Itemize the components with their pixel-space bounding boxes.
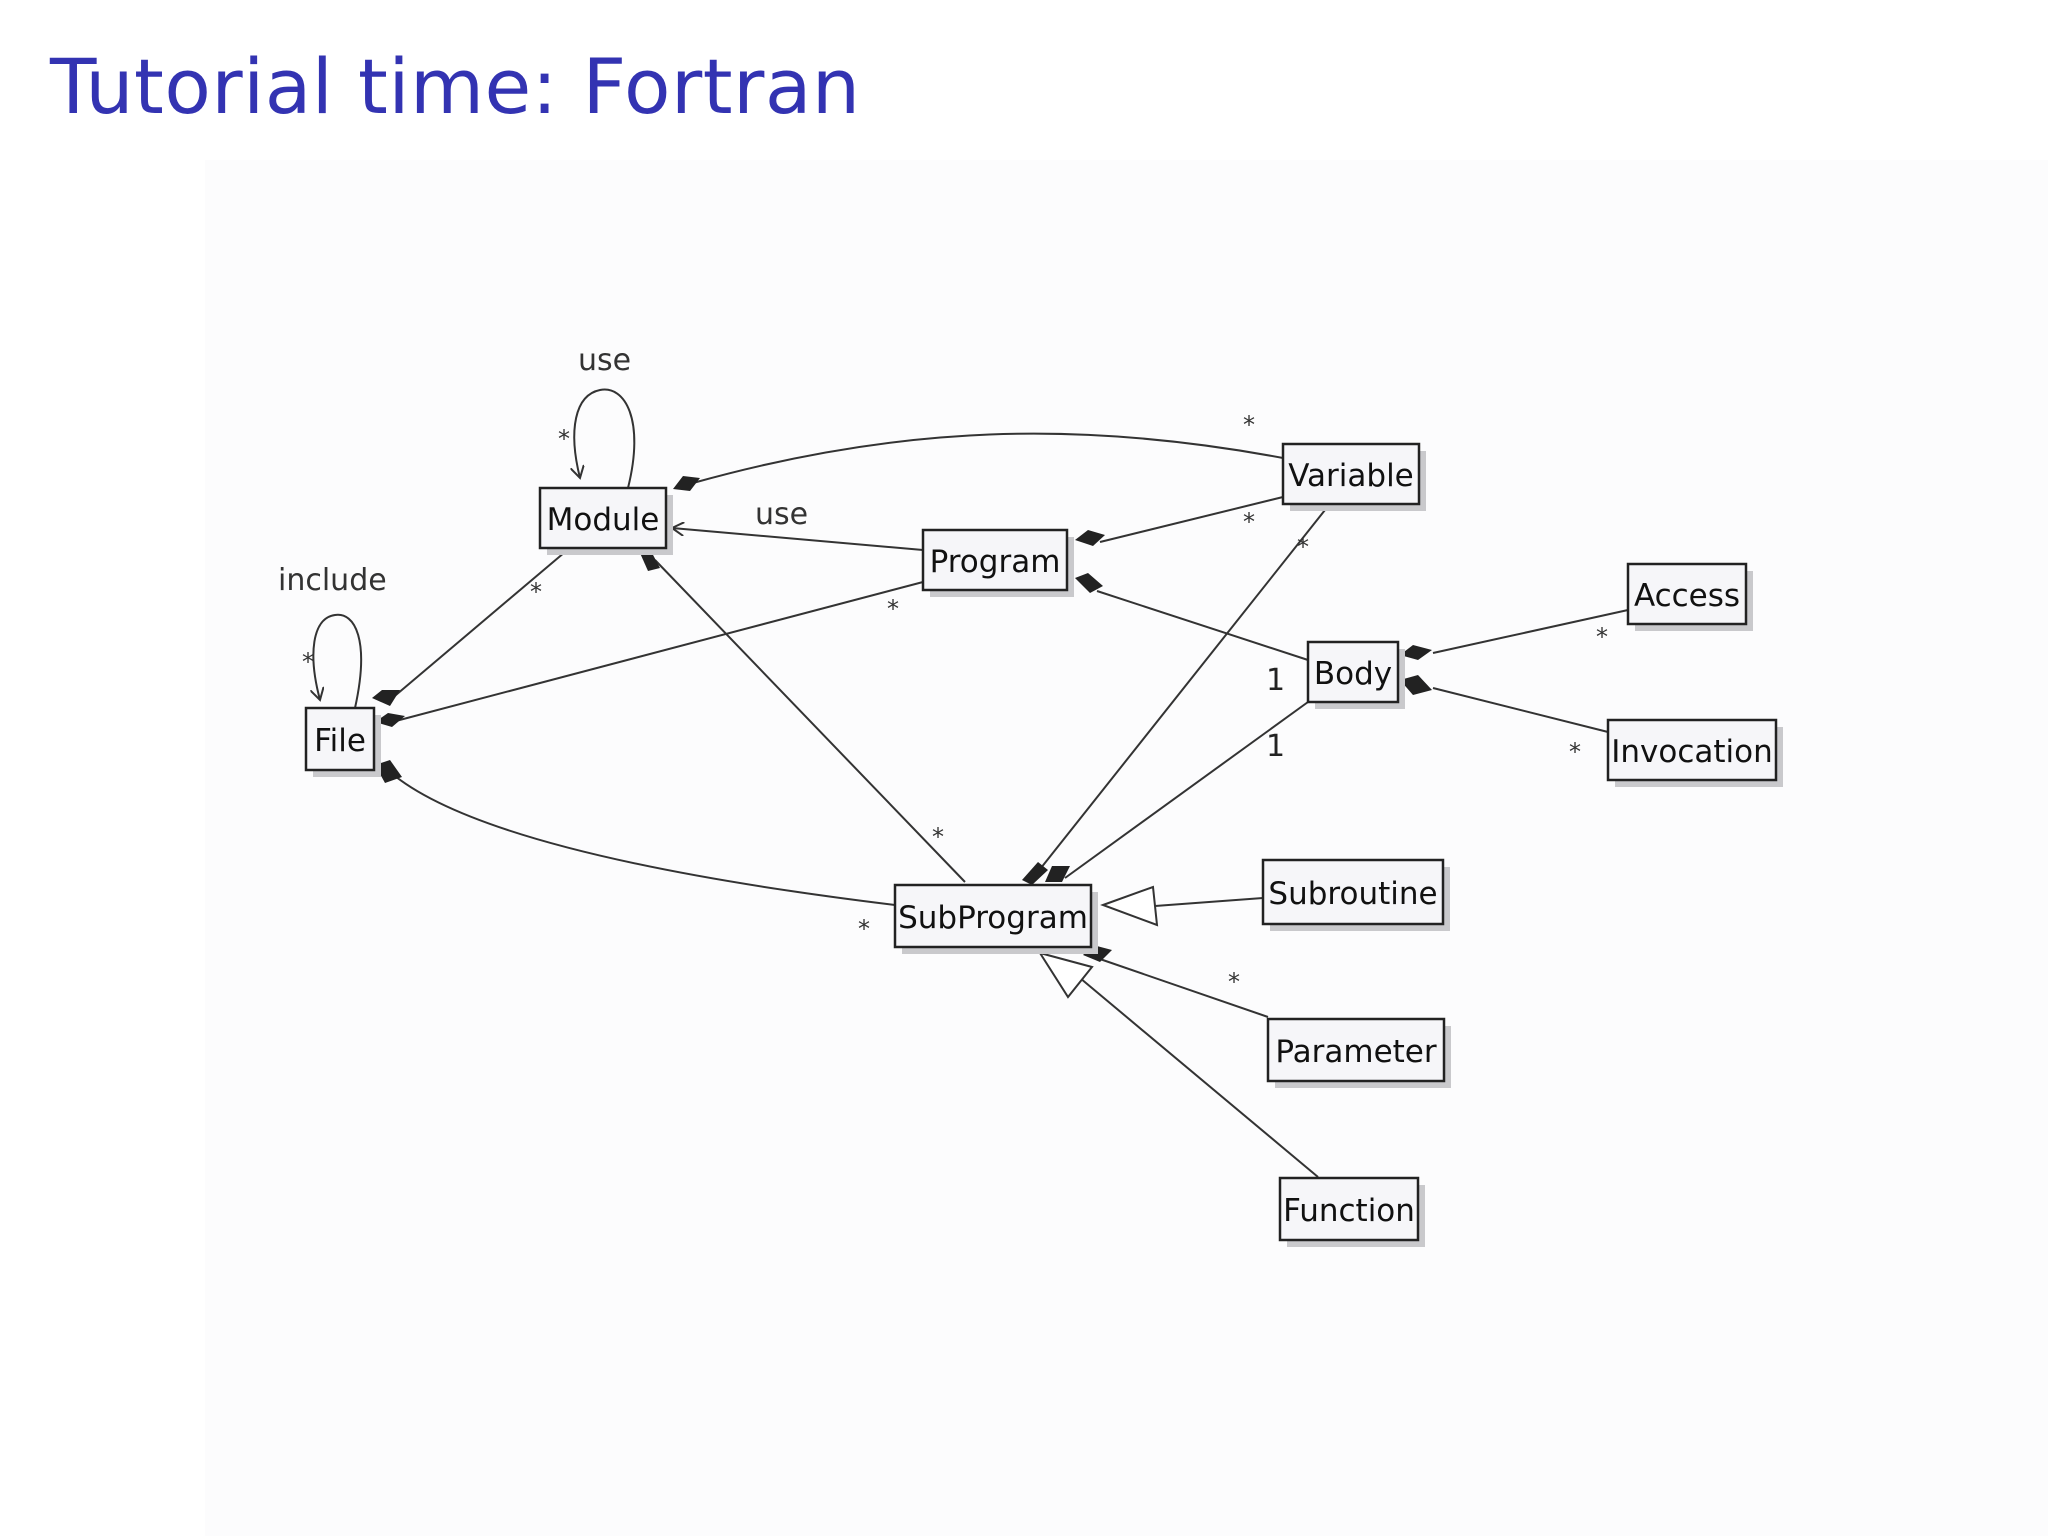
edge-body-access xyxy=(1432,609,1629,654)
diamond-body-invocation xyxy=(1400,675,1432,695)
edge-variable-subprogram xyxy=(1032,509,1326,879)
edge-module-self-use xyxy=(574,388,636,489)
edge-parameter-subprogram xyxy=(1096,957,1269,1018)
edge-body-invocation xyxy=(1432,687,1609,733)
mult-module-subprogram: * xyxy=(932,823,944,851)
class-file: File xyxy=(304,706,381,777)
class-function: Function xyxy=(1278,1176,1425,1247)
class-module: Module xyxy=(538,486,673,555)
class-parameter-label: Parameter xyxy=(1275,1034,1437,1070)
mult-file-self: * xyxy=(302,648,314,676)
diamond-body-access xyxy=(1400,645,1432,660)
multiplicities: * * * * * * * * * * * * 1 1 xyxy=(302,411,1608,996)
class-subprogram: SubProgram xyxy=(893,883,1098,954)
class-function-label: Function xyxy=(1283,1193,1415,1229)
class-access-label: Access xyxy=(1634,578,1740,614)
mult-body-subprogram-one: 1 xyxy=(1266,729,1285,764)
composition-diamonds xyxy=(372,476,1432,962)
edge-function-subprogram xyxy=(1079,977,1319,1178)
edge-file-subprogram xyxy=(389,771,896,906)
class-parameter: Parameter xyxy=(1266,1017,1451,1088)
mult-invocation: * xyxy=(1569,738,1581,766)
mult-variable-subprogram: * xyxy=(1297,533,1309,561)
class-file-label: File xyxy=(314,723,366,759)
class-subroutine: Subroutine xyxy=(1261,858,1450,931)
class-body-label: Body xyxy=(1314,656,1392,692)
mult-file-subprogram: * xyxy=(858,915,870,943)
mult-variable-module: * xyxy=(1243,411,1255,439)
edge-subroutine-subprogram xyxy=(1154,897,1264,907)
diamond-subprogram-variable xyxy=(1022,862,1048,885)
diamond-module-variable xyxy=(673,476,700,491)
edge-variable-program xyxy=(1099,496,1284,543)
class-invocation: Invocation xyxy=(1606,718,1783,787)
edges xyxy=(313,388,1629,1178)
edge-body-subprogram xyxy=(1064,701,1309,879)
edge-program-file xyxy=(391,581,924,723)
class-module-label: Module xyxy=(547,502,660,538)
mult-parameter: * xyxy=(1228,968,1240,996)
diamond-file-module xyxy=(372,690,400,706)
triangle-function xyxy=(1037,951,1094,999)
diagram-panel xyxy=(205,160,2048,1536)
class-body: Body xyxy=(1306,640,1405,709)
diamond-subprogram-body xyxy=(1045,866,1070,882)
diamond-program-variable xyxy=(1075,530,1105,546)
edge-program-body xyxy=(1096,590,1309,661)
class-subprogram-label: SubProgram xyxy=(898,900,1088,936)
edge-file-self-include xyxy=(313,613,363,709)
class-access: Access xyxy=(1626,562,1753,631)
mult-module-self: * xyxy=(558,425,570,453)
mult-access: * xyxy=(1596,623,1608,651)
diamond-file-program xyxy=(375,713,405,727)
mult-variable-program: * xyxy=(1243,508,1255,536)
class-variable: Variable xyxy=(1281,442,1426,511)
diamond-program-body xyxy=(1075,573,1103,593)
class-subroutine-label: Subroutine xyxy=(1268,876,1437,912)
slide-title: Tutorial time: Fortran xyxy=(50,42,861,131)
class-program-label: Program xyxy=(930,544,1061,580)
edge-variable-module xyxy=(692,432,1284,484)
class-variable-label: Variable xyxy=(1288,458,1414,494)
edge-program-module-use xyxy=(672,528,924,551)
label-module-self-use: use xyxy=(578,343,631,378)
triangle-subroutine xyxy=(1100,885,1159,927)
edge-module-subprogram xyxy=(654,559,966,883)
diamond-module-subprogram xyxy=(640,553,660,571)
diamond-file-subprogram xyxy=(375,760,402,783)
edge-module-file xyxy=(389,551,566,701)
label-program-module-use: use xyxy=(755,497,808,532)
mult-module-file: * xyxy=(530,578,542,606)
mult-program-file: * xyxy=(887,595,899,623)
class-program: Program xyxy=(921,528,1074,597)
class-invocation-label: Invocation xyxy=(1611,734,1773,770)
mult-program-body-one: 1 xyxy=(1266,663,1285,698)
label-file-include: include xyxy=(278,563,387,598)
generalization-triangles xyxy=(1037,885,1159,999)
